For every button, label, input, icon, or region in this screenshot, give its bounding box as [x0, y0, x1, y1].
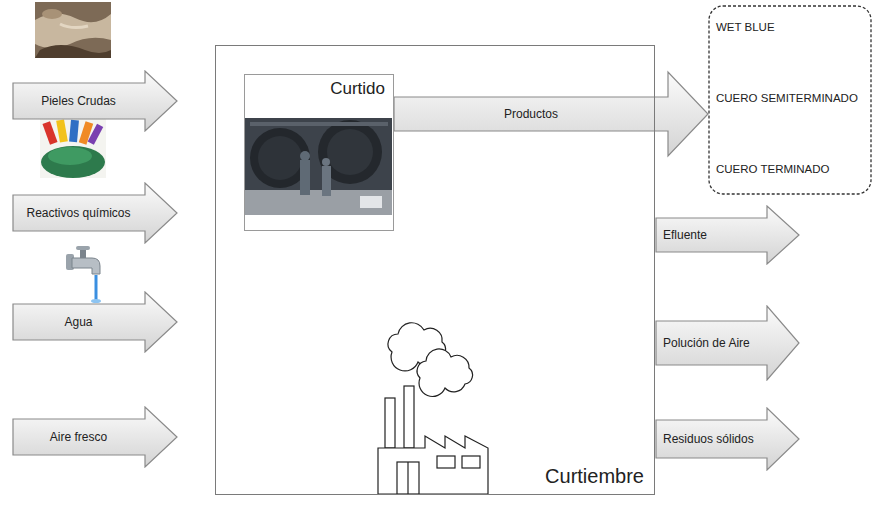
text-area: Pieles Crudas [12, 70, 145, 132]
output-arrow: Residuos sólidos [655, 407, 800, 471]
flow-label: Reactivos químicos [26, 206, 130, 220]
text-area: Agua [12, 291, 145, 353]
rounded-dashed-rect [709, 6, 871, 194]
input-arrow: Aire fresco [12, 406, 178, 468]
block-arrow-shape [12, 291, 178, 353]
faucet-icon [66, 246, 101, 303]
process-box: Curtido [244, 74, 394, 231]
product-name: CUERO TERMINADO [716, 163, 864, 177]
flow-label: Polución de Aire [663, 336, 750, 350]
input-arrow: Pieles Crudas [12, 70, 178, 132]
arrow-polygon [656, 408, 799, 470]
arrow-polygon [656, 306, 799, 380]
factory-icon [372, 313, 497, 495]
region-title: Curtiembre [545, 464, 644, 488]
input-arrow: Agua [12, 291, 178, 353]
text-area: Curtido [330, 79, 385, 99]
plant-region: Curtiembre Curtido [215, 45, 655, 495]
text-area: Efluente [655, 205, 767, 265]
text-area: Aire fresco [12, 406, 145, 468]
connector-arrow [394, 72, 708, 156]
connector-label: Productos [504, 107, 558, 121]
arrow-polygon [13, 292, 177, 352]
hides-photo [35, 2, 111, 58]
process-title: Curtido [330, 79, 385, 99]
arrow-polygon [13, 71, 177, 131]
text-area: Reactivos químicos [12, 182, 145, 244]
text-area: WET BLUE CUERO SEMITERMINADO CUERO TERMINA… [708, 5, 872, 195]
products-box: WET BLUE CUERO SEMITERMINADO CUERO TERMINA… [708, 5, 872, 195]
output-arrow: Efluente [655, 205, 800, 265]
arrow-polygon [656, 206, 799, 264]
flow-label: Aire fresco [50, 430, 107, 444]
flow-label: Agua [64, 315, 92, 329]
text-area: Residuos sólidos [655, 407, 767, 471]
text-area: Polución de Aire [655, 305, 767, 381]
flow-label: Efluente [663, 228, 707, 242]
product-name: CUERO SEMITERMINADO [716, 92, 864, 106]
product-name: WET BLUE [716, 21, 864, 35]
arrow-polygon [13, 183, 177, 243]
arrow-polygon [13, 407, 177, 467]
output-arrow: Polución de Aire [655, 305, 800, 381]
flow-label: Pieles Crudas [41, 94, 116, 108]
flow-label: Residuos sólidos [663, 432, 754, 446]
text-area: Curtiembre [545, 464, 644, 488]
block-connector [394, 72, 708, 156]
chemicals-photo [40, 118, 106, 178]
input-arrow: Reactivos químicos [12, 182, 178, 244]
tannery-photo [244, 118, 392, 215]
